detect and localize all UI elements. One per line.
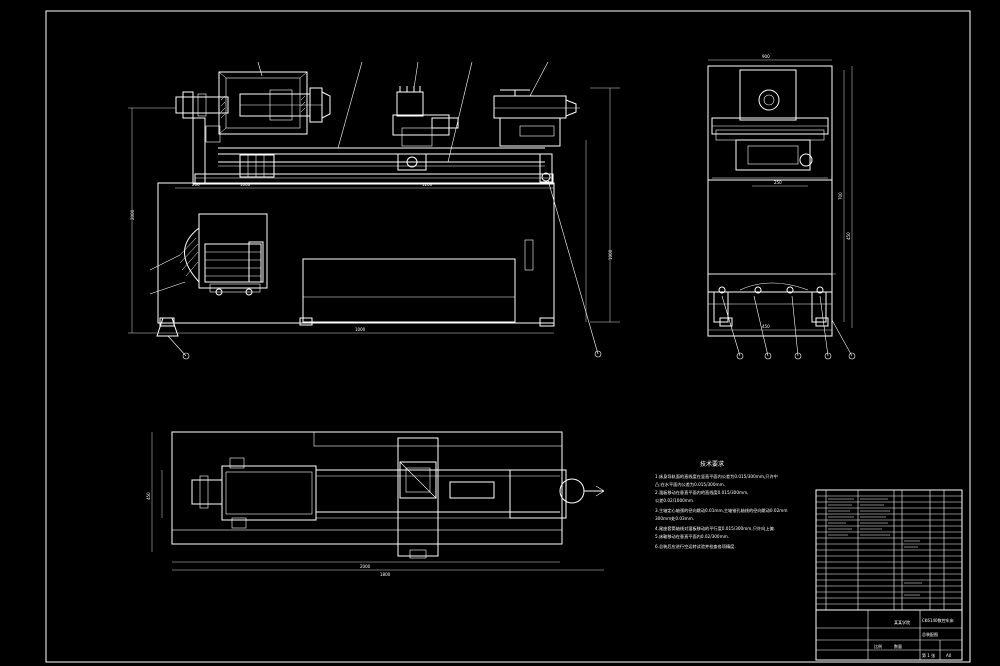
title-sheet-label: 第 1 张 — [922, 652, 935, 658]
plan-view — [151, 431, 605, 571]
title-qty-label: 数量 — [894, 643, 902, 649]
dim-front-right: 1000 — [608, 249, 613, 260]
title-company: 某某学院 — [894, 619, 910, 625]
dim-side-base: 450 — [762, 324, 770, 329]
note-line-5: 3.主轴定心轴颈的径向跳动0.01mm,主轴锥孔轴线的径向跳动0.02mm — [655, 507, 787, 514]
title-sheet-size: A0 — [946, 653, 952, 658]
note-line-4: 公差0.02/1000mm. — [655, 497, 694, 503]
note-line-8: 5.床鞍移动在垂直平面内0.02/300mm. — [655, 533, 729, 540]
title-drawing-sub: 总装配图 — [922, 631, 938, 637]
front-elevation-view — [128, 61, 620, 360]
title-scale-label: 比例 — [874, 643, 882, 649]
note-line-6: 300mm处0.03mm. — [655, 515, 694, 522]
front-dimension-labels: 2000 1000 200 1000 1200 1000 — [130, 182, 613, 332]
title-drawing-name: CK6140数控车床 — [922, 617, 954, 623]
dim-front-height: 2000 — [130, 209, 135, 220]
note-line-1: 1.床身导轨面的直线度在竖直平面内公差为0.015/300mm,只许中 — [655, 473, 778, 480]
note-line-2: 凸;在水平面内公差为0.015/300mm. — [655, 481, 725, 488]
dim-plan-overall: 1800 — [380, 572, 391, 577]
dim-side-h2: 450 — [846, 232, 851, 240]
side-dimension-labels: 900 250 700 450 450 — [762, 54, 851, 329]
dim-front-length: 1000 — [355, 327, 366, 332]
note-line-3: 2.溜板移动在垂直平面内的直线度0.015/300mm, — [655, 489, 749, 496]
side-elevation-view — [707, 59, 856, 360]
parts-list-and-title-block: CK6140数控车床 总装配图 某某学院 比例 数量 第 1 张 A0 — [815, 489, 963, 661]
note-line-9: 6.总装后应进行空运转试验并检查各项精度. — [655, 543, 736, 550]
plan-dimension-labels: 2000 1800 450 — [146, 492, 391, 577]
dim-front-c: 1200 — [422, 182, 433, 187]
dim-side-inner: 250 — [774, 180, 782, 185]
notes-title: 技术要求 — [700, 460, 724, 468]
dim-side-width: 900 — [762, 54, 770, 59]
dim-side-h1: 700 — [838, 192, 843, 200]
dim-front-a: 200 — [192, 182, 200, 187]
dim-plan-width: 450 — [146, 492, 151, 500]
technical-requirements: 技术要求 1.床身导轨面的直线度在竖直平面内公差为0.015/300mm,只许中… — [655, 460, 787, 550]
note-line-7: 4.尾座套筒轴线对溜板移动的平行度0.015/300mm,只许向上偏. — [655, 525, 775, 532]
dim-plan-length: 2000 — [360, 564, 371, 569]
drawing-border — [45, 10, 971, 663]
dim-front-b: 1000 — [240, 182, 251, 187]
